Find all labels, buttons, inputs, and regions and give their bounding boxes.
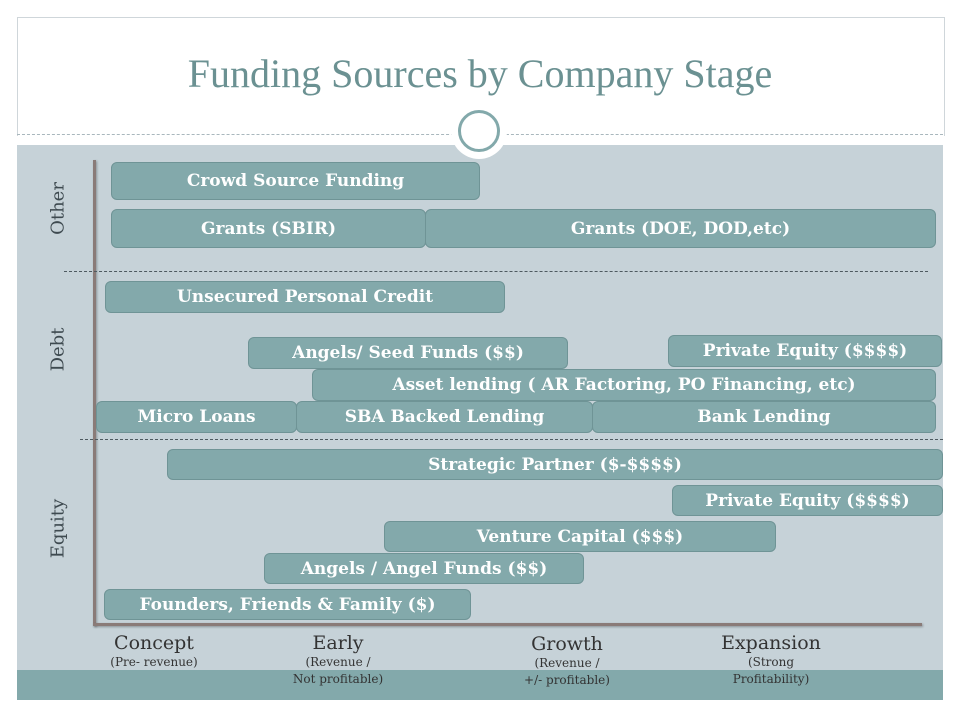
bottom-accent-strip xyxy=(17,670,943,700)
vertical-axis xyxy=(93,160,96,626)
stage-early: Early (Revenue / Not profitable) xyxy=(268,632,408,688)
circle-ornament-ring xyxy=(458,110,500,152)
stage-growth-sub1: (Revenue / xyxy=(534,656,600,670)
stage-concept-name: Concept xyxy=(114,632,194,654)
row-label-equity: Equity xyxy=(47,498,69,559)
stage-expansion: Expansion (Strong Profitability) xyxy=(696,632,846,688)
bar-angels-seed-funds: Angels/ Seed Funds ($$) xyxy=(248,337,568,369)
bar-private-equity-equity: Private Equity ($$$$) xyxy=(672,485,943,516)
row-label-other: Other xyxy=(47,182,69,235)
stage-early-sub1: (Revenue / xyxy=(305,655,371,669)
bar-micro-loans: Micro Loans xyxy=(96,401,297,433)
bar-asset-lending: Asset lending ( AR Factoring, PO Financi… xyxy=(312,369,936,401)
stage-expansion-name: Expansion xyxy=(721,632,821,654)
bar-angel-funds: Angels / Angel Funds ($$) xyxy=(264,553,584,584)
stage-early-sub2: Not profitable) xyxy=(292,672,384,686)
bar-sba-backed-lending: SBA Backed Lending xyxy=(296,401,593,433)
bar-strategic-partner: Strategic Partner ($-$$$$) xyxy=(167,449,943,480)
bar-founders-friends-family: Founders, Friends & Family ($) xyxy=(104,589,471,620)
stage-concept: Concept (Pre- revenue) xyxy=(84,632,224,671)
separator-debt-equity xyxy=(80,439,943,440)
bar-grants-sbir: Grants (SBIR) xyxy=(111,209,426,248)
stage-expansion-sub2: Profitability) xyxy=(732,672,810,686)
stage-growth-name: Growth xyxy=(531,633,603,655)
stage-growth: Growth (Revenue / +/- profitable) xyxy=(497,633,637,689)
stage-growth-sub2: +/- profitable) xyxy=(524,673,610,687)
row-label-debt: Debt xyxy=(47,327,69,372)
bar-unsecured-personal-credit: Unsecured Personal Credit xyxy=(105,281,505,313)
bar-private-equity-debt: Private Equity ($$$$) xyxy=(668,335,942,367)
bar-crowd-source-funding: Crowd Source Funding xyxy=(111,162,480,200)
stage-early-name: Early xyxy=(312,632,364,654)
stage-expansion-sub1: (Strong xyxy=(747,655,795,669)
horizontal-axis xyxy=(93,623,922,626)
slide-title: Funding Sources by Company Stage xyxy=(187,51,773,96)
bar-venture-capital: Venture Capital ($$$) xyxy=(384,521,776,552)
stage-concept-sub: (Pre- revenue) xyxy=(110,655,198,669)
bar-grants-doe-dod: Grants (DOE, DOD,etc) xyxy=(425,209,936,248)
bar-bank-lending: Bank Lending xyxy=(592,401,936,433)
separator-other-debt xyxy=(64,271,928,272)
